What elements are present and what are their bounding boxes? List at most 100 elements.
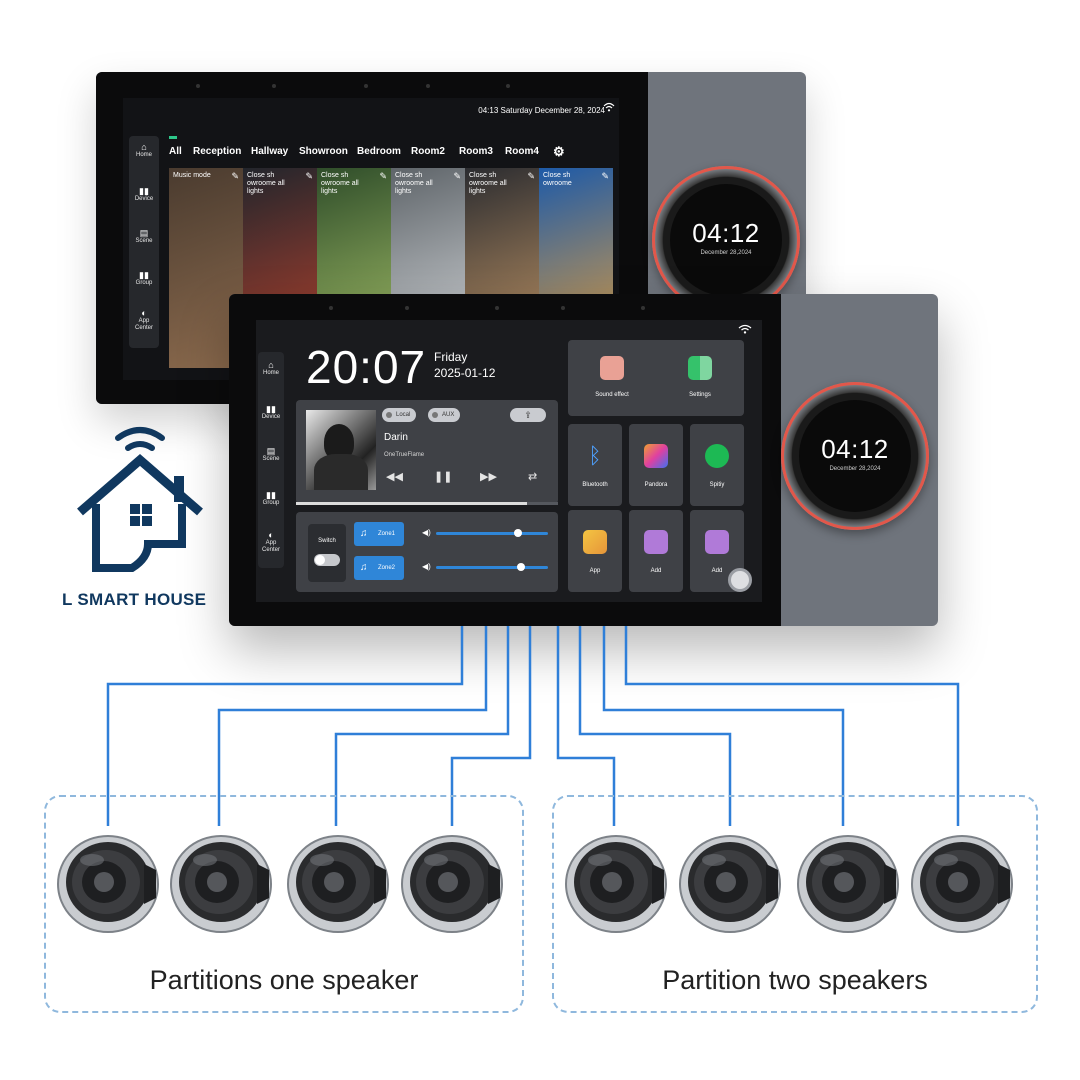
switch-label: Switch <box>318 538 336 544</box>
ceiling-speaker-icon <box>679 835 781 933</box>
sidebar-item-group[interactable]: ▮▮Group <box>129 270 159 287</box>
device-icon: ▮▮ <box>266 404 276 414</box>
switch-box: Switch <box>308 524 346 582</box>
front-knob[interactable]: 04:12 December 28,2024 <box>781 382 929 530</box>
tab-showroom[interactable]: Showroon <box>299 146 348 157</box>
group-icon: ▮▮ <box>266 490 276 500</box>
sidebar-item-device[interactable]: ▮▮Device <box>129 186 159 203</box>
source-aux-button[interactable]: AUX <box>428 408 461 422</box>
settings-button[interactable]: Settings <box>656 340 744 416</box>
clock-time: 20:07 <box>306 341 427 393</box>
spotify-tile[interactable]: Spitiy <box>690 424 744 506</box>
scene-icon: ▤ <box>139 228 149 238</box>
sidebar-item-scene[interactable]: ▤Scene <box>258 446 284 463</box>
sidebar-item-group[interactable]: ▮▮Group <box>258 490 284 507</box>
smart-house-logo <box>77 427 203 572</box>
sidebar-item-app-center[interactable]: ◐App Center <box>129 308 159 332</box>
sound-effect-button[interactable]: Sound effect <box>568 340 656 416</box>
device-icon: ▮▮ <box>139 186 149 196</box>
home-icon: ⌂ <box>141 142 147 152</box>
settings-gear-icon[interactable]: ⚙ <box>553 144 565 159</box>
zone-toggle[interactable] <box>314 554 340 566</box>
pause-icon[interactable]: ❚❚ <box>434 471 453 483</box>
edit-icon[interactable]: ✎ <box>527 171 535 181</box>
slider-thumb[interactable] <box>516 563 525 571</box>
back-sidebar: ⌂Home ▮▮Device ▤Scene ▮▮Group ◐App Cente… <box>129 136 159 348</box>
share-icon[interactable]: ⇪ <box>510 408 546 422</box>
pandora-icon <box>644 444 668 468</box>
room-tabs: All Reception Hallway Showroon Bedroom R… <box>169 144 619 160</box>
source-local-button[interactable]: Local <box>382 408 417 422</box>
app-tile[interactable]: App <box>568 510 622 592</box>
ceiling-speaker-icon <box>57 835 159 933</box>
ceiling-speaker-icon <box>565 835 667 933</box>
scene-icon: ▤ <box>266 446 276 456</box>
sidebar-item-app-center[interactable]: ◐App Center <box>258 530 284 554</box>
scene-card-label: Close sh owroome <box>543 172 572 187</box>
add-icon <box>705 530 729 554</box>
speaker-wire <box>450 626 532 826</box>
floating-assistive-button[interactable] <box>728 568 752 592</box>
tab-all[interactable]: All <box>169 146 182 157</box>
repeat-icon[interactable]: ⇄ <box>528 471 538 483</box>
sensor-dot <box>506 84 510 88</box>
group-icon: ▮▮ <box>139 270 149 280</box>
clock-date: 2025-01-12 <box>434 366 496 380</box>
wifi-icon <box>738 324 752 334</box>
ceiling-speaker-icon <box>797 835 899 933</box>
back-knob[interactable]: 04:12 December 28,2024 <box>652 166 800 314</box>
zone2-volume-slider[interactable] <box>436 563 548 571</box>
tab-reception[interactable]: Reception <box>193 146 242 157</box>
camera-dot <box>495 306 499 310</box>
song-title: Darin <box>384 432 408 443</box>
speaker-wire <box>334 626 510 826</box>
music-note-icon: ♫ <box>360 528 368 539</box>
zone1-button[interactable]: ♫Zone1 <box>354 522 404 546</box>
settings-icon <box>688 356 712 380</box>
sidebar-item-home[interactable]: ⌂Home <box>129 142 159 159</box>
knob-time: 04:12 <box>692 218 760 248</box>
ceiling-speaker-icon <box>170 835 272 933</box>
sidebar-item-home[interactable]: ⌂Home <box>258 360 284 377</box>
next-icon[interactable]: ▶▶ <box>480 471 497 483</box>
progress-fill <box>296 502 527 505</box>
music-player-card: Local AUX ⇪ Darin OneTrueFlame ◀◀ ❚❚ ▶▶ … <box>296 400 558 504</box>
sidebar-item-scene[interactable]: ▤Scene <box>129 228 159 245</box>
tab-room2[interactable]: Room2 <box>411 146 445 157</box>
sidebar-item-device[interactable]: ▮▮Device <box>258 404 284 421</box>
edit-icon[interactable]: ✎ <box>601 171 609 181</box>
edit-icon[interactable]: ✎ <box>305 171 313 181</box>
bluetooth-tile[interactable]: ᛒ Bluetooth <box>568 424 622 506</box>
tab-bedroom[interactable]: Bedroom <box>357 146 401 157</box>
partition-one-label: Partitions one speaker <box>149 965 419 995</box>
front-screen: ⌂Home ▮▮Device ▤Scene ▮▮Group ◐App Cente… <box>256 320 762 602</box>
app-center-icon: ◐ <box>141 308 147 318</box>
volume-icon: ◀) <box>422 562 431 571</box>
camera-dot <box>364 84 368 88</box>
sensor-dot <box>272 84 276 88</box>
brand-name: L SMART HOUSE <box>62 590 207 609</box>
tab-hallway[interactable]: Hallway <box>251 146 289 157</box>
previous-icon[interactable]: ◀◀ <box>386 471 403 483</box>
edit-icon[interactable]: ✎ <box>453 171 461 181</box>
tab-room4[interactable]: Room4 <box>505 146 539 157</box>
add-icon <box>644 530 668 554</box>
tab-room3[interactable]: Room3 <box>459 146 493 157</box>
zone2-button[interactable]: ♫Zone2 <box>354 556 404 580</box>
ceiling-speaker-icon <box>401 835 503 933</box>
add-tile[interactable]: Add <box>629 510 683 592</box>
album-figure-body <box>314 454 368 490</box>
zone-control-card: Switch ♫Zone1 ♫Zone2 ◀) ◀) <box>296 512 558 592</box>
edit-icon[interactable]: ✎ <box>231 171 239 181</box>
slider-thumb[interactable] <box>514 529 523 537</box>
sound-effect-icon <box>600 356 624 380</box>
zone1-volume-slider[interactable] <box>436 529 548 537</box>
front-sidebar: ⌂Home ▮▮Device ▤Scene ▮▮Group ◐App Cente… <box>258 352 284 568</box>
playback-progress[interactable] <box>296 502 558 505</box>
edit-icon[interactable]: ✎ <box>379 171 387 181</box>
pandora-tile[interactable]: Pandora <box>629 424 683 506</box>
back-knob-display: 04:12 December 28,2024 <box>670 184 782 296</box>
speaker-wire <box>624 626 960 826</box>
